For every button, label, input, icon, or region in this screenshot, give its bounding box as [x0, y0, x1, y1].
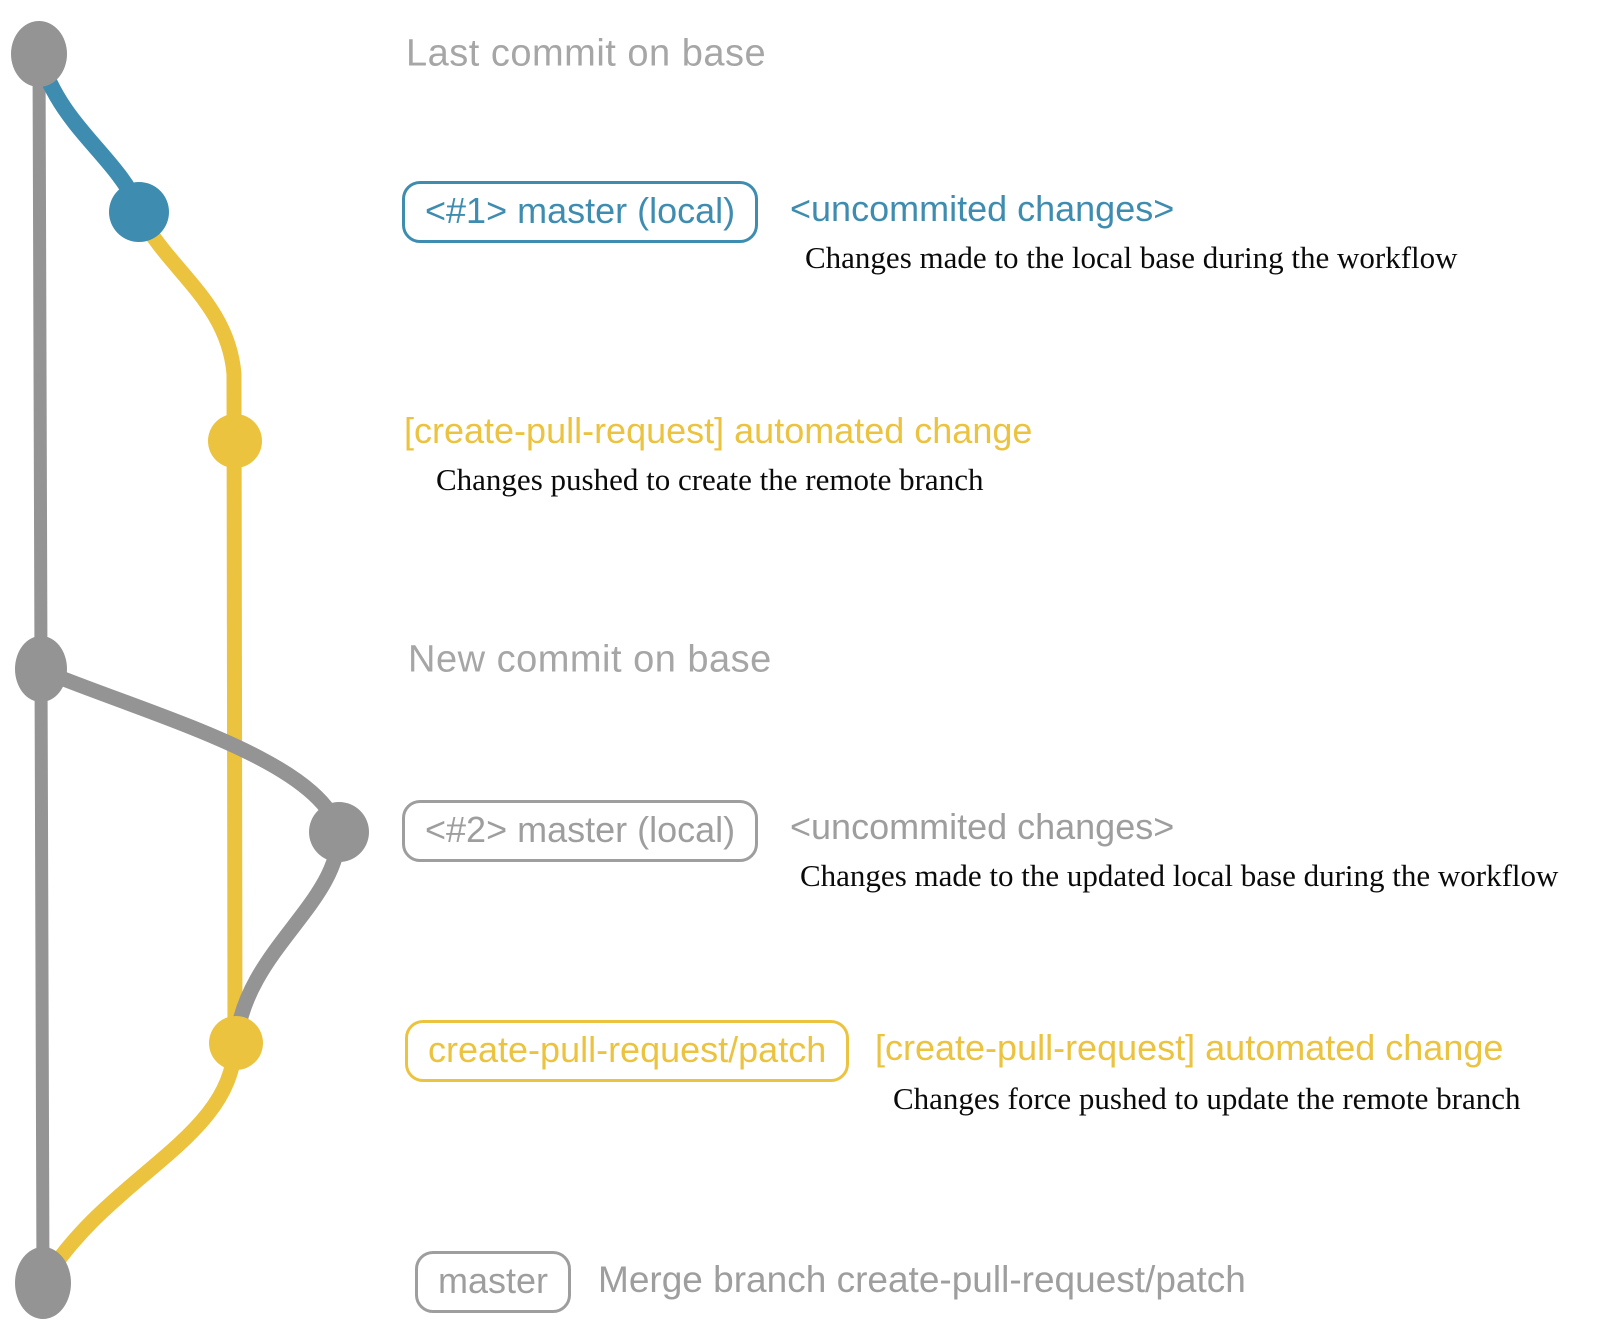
commit-dot-master-local-1: [109, 182, 169, 242]
commit-dot-automated-change-1: [208, 414, 262, 468]
desc-create-remote-branch: Changes pushed to create the remote bran…: [436, 462, 984, 497]
text-uncommited-changes-2: <uncommited changes>: [790, 806, 1175, 847]
desc-force-push-remote-branch: Changes force pushed to update the remot…: [893, 1081, 1521, 1116]
updated-local-branch-line-gray: [33, 662, 347, 1051]
label-last-commit-on-base: Last commit on base: [406, 32, 767, 75]
badge-master: master: [415, 1251, 572, 1313]
commit-dot-automated-change-2: [209, 1016, 263, 1070]
label-automated-change-1: [create-pull-request] automated change: [404, 410, 1033, 451]
badge-create-pull-request-patch: create-pull-request/patch: [405, 1020, 850, 1082]
commit-dot-merge: [15, 1247, 71, 1319]
badge-master-local-1: <#1> master (local): [402, 181, 759, 243]
label-new-commit-on-base: New commit on base: [408, 638, 772, 681]
desc-local-base-changes: Changes made to the local base during th…: [805, 240, 1458, 275]
remote-branch-line-yellow: [36, 207, 243, 1289]
text-uncommited-changes-1: <uncommited changes>: [790, 188, 1175, 229]
text-merge-branch: Merge branch create-pull-request/patch: [598, 1259, 1246, 1300]
commit-dot-new-base: [15, 636, 67, 702]
desc-updated-local-base-changes: Changes made to the updated local base d…: [800, 858, 1559, 893]
commit-dot-last-base: [11, 21, 67, 87]
badge-master-local-2: <#2> master (local): [402, 800, 759, 862]
label-automated-change-2: [create-pull-request] automated change: [875, 1027, 1504, 1068]
commit-dot-master-local-2: [309, 802, 369, 862]
